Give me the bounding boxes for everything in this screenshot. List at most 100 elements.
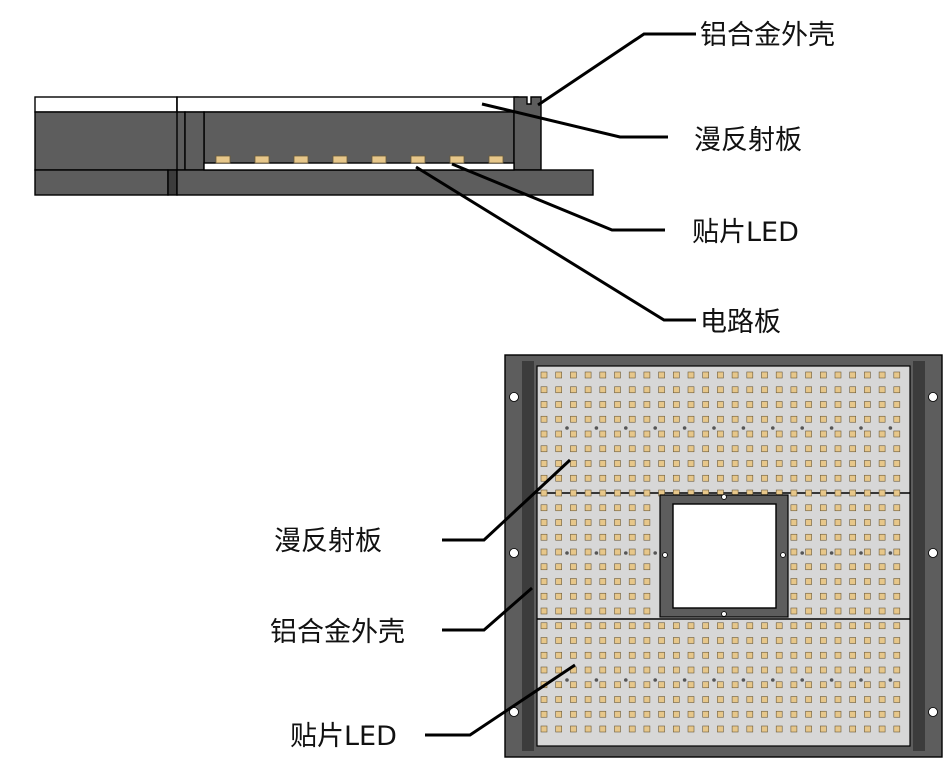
smd-led	[614, 578, 621, 585]
smd-led	[761, 681, 768, 689]
smd-led	[849, 519, 857, 526]
smd-led	[658, 445, 665, 453]
smd-led	[775, 622, 783, 630]
smd-led	[584, 681, 592, 689]
smd-led	[555, 504, 563, 512]
smd-led-grid	[540, 371, 901, 733]
housing-right-wall	[513, 96, 542, 171]
smd-led	[702, 666, 710, 674]
smd-led	[731, 430, 739, 438]
leader-circuit-board-top	[415, 165, 696, 322]
smd-led	[893, 371, 901, 379]
smd-led	[775, 401, 783, 408]
smd-led	[864, 386, 871, 394]
smd-led	[702, 386, 710, 394]
smd-led	[570, 474, 577, 482]
screw-dot	[800, 678, 804, 682]
smd-led	[805, 430, 812, 438]
screw-dot	[594, 551, 599, 555]
smd-led	[893, 519, 901, 526]
smd-led	[849, 622, 857, 630]
screw-dot	[565, 551, 569, 555]
smd-led	[614, 710, 621, 718]
smd-led	[570, 563, 577, 571]
smd-led	[687, 386, 695, 394]
smd-led	[864, 460, 871, 467]
smd-led	[790, 430, 798, 438]
smd-led	[834, 489, 842, 497]
smd-led	[893, 533, 901, 541]
smd-led	[805, 681, 812, 689]
smd-led	[570, 489, 577, 497]
smd-led	[717, 666, 724, 674]
housing-right-rail	[913, 361, 925, 751]
smd-led	[805, 637, 812, 644]
label-aluminum-housing-top: 铝合金外壳	[700, 20, 835, 51]
smd-led	[775, 474, 783, 482]
smd-led	[555, 401, 563, 408]
smd-led	[834, 386, 842, 394]
smd-led	[643, 504, 651, 512]
smd-led	[775, 666, 783, 674]
smd-led	[893, 415, 901, 423]
screw-dot	[800, 426, 804, 430]
smd-led	[717, 474, 724, 482]
smd-led	[628, 563, 636, 571]
section-led	[488, 155, 504, 164]
smd-led	[570, 710, 577, 718]
smd-led	[893, 578, 901, 585]
smd-led	[658, 460, 665, 467]
smd-led	[878, 592, 886, 600]
smd-led	[805, 460, 812, 467]
smd-led	[643, 445, 651, 453]
circuit-board-section	[203, 162, 515, 171]
smd-led	[731, 696, 739, 703]
smd-led	[849, 578, 857, 585]
leader-lines	[415, 32, 696, 737]
smd-led	[819, 504, 827, 512]
smd-led	[893, 607, 901, 615]
smd-led	[540, 548, 548, 556]
smd-led	[761, 415, 768, 423]
smd-led	[643, 430, 651, 438]
smd-led	[731, 637, 739, 644]
smd-led	[849, 371, 857, 379]
leader-smd-led-top	[451, 162, 665, 232]
smd-led	[849, 710, 857, 718]
smd-led	[614, 696, 621, 703]
smd-led	[555, 725, 563, 733]
smd-led	[834, 548, 842, 556]
smd-led	[834, 696, 842, 703]
smd-led	[672, 725, 680, 733]
smd-led	[643, 401, 651, 408]
smd-led	[628, 607, 636, 615]
smd-led	[849, 637, 857, 644]
smd-led	[570, 548, 577, 556]
smd-led	[658, 637, 665, 644]
smd-led	[584, 563, 592, 571]
smd-led	[878, 696, 886, 703]
smd-led	[819, 401, 827, 408]
screw-dot	[712, 426, 716, 430]
smd-led	[819, 578, 827, 585]
smd-led	[540, 460, 548, 467]
smd-led	[555, 386, 563, 394]
smd-led	[746, 681, 754, 689]
smd-led	[790, 666, 798, 674]
smd-led	[864, 578, 871, 585]
mounting-hole	[509, 707, 519, 717]
smd-led	[761, 696, 768, 703]
smd-led	[893, 504, 901, 512]
smd-led	[599, 371, 607, 379]
smd-led	[628, 592, 636, 600]
smd-led	[643, 592, 651, 600]
smd-led	[658, 622, 665, 630]
smd-led	[893, 696, 901, 703]
smd-led	[702, 637, 710, 644]
screw-dot	[771, 678, 775, 682]
smd-led	[893, 637, 901, 644]
screw-dot	[594, 426, 599, 430]
smd-led	[555, 696, 563, 703]
smd-led	[819, 607, 827, 615]
smd-led	[584, 460, 592, 467]
